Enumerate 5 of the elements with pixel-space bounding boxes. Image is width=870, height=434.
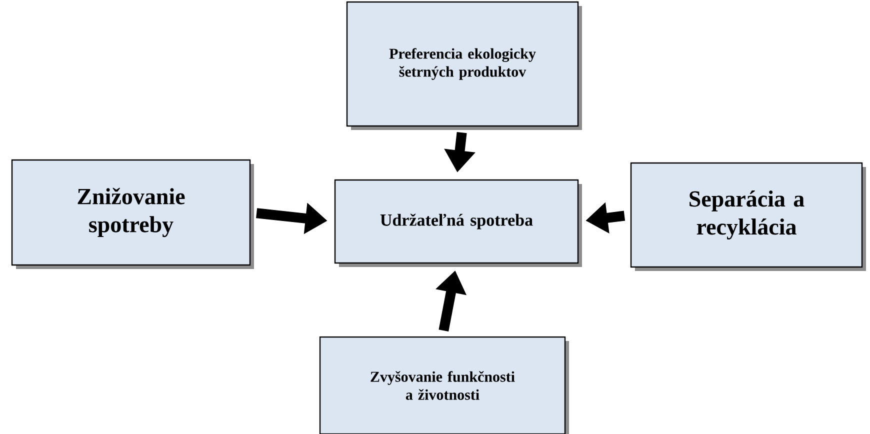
process-box: Preferencia ekologicky šetrných produktov	[346, 1, 579, 127]
process-box: Znižovanie spotreby	[11, 159, 251, 266]
process-box: Separácia a recyklácia	[630, 162, 863, 268]
process-box: Zvyšovanie funkčnosti a životnosti	[319, 336, 566, 434]
process-box: Udržateľná spotreba	[334, 179, 579, 264]
